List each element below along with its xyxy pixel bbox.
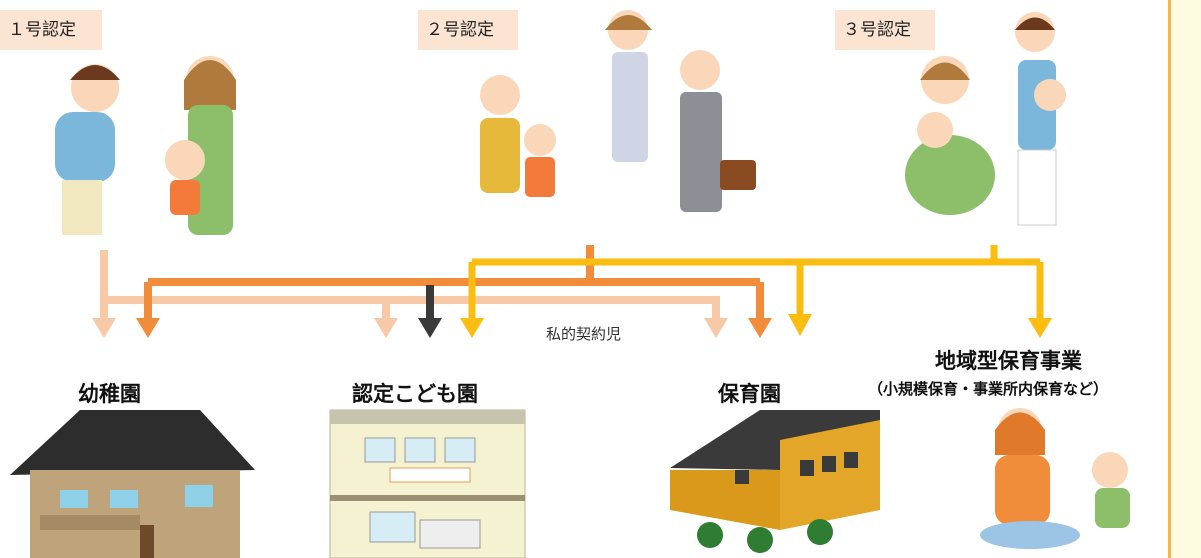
cert1-arrowheads [92,318,728,338]
cert3-label: ３号認定 [835,10,935,50]
cert2-arrowheads [136,318,772,338]
cert1-flow [100,250,720,320]
family-cert3-illustration [905,12,1066,226]
private-contract-note: 私的契約児 [546,325,622,343]
kindergarten-building [10,410,255,558]
certified-center-label: 認定こども園 [352,382,478,406]
cert2-label: ２号認定 [418,10,518,50]
family-cert2-illustration [480,10,756,212]
cert3-flow [468,245,1044,322]
cert1-label: １号認定 [0,10,102,50]
certified-center-building [329,409,526,558]
private-contract-flow [418,285,442,338]
family-cert1-illustration [55,56,236,235]
nursery-building [670,410,880,553]
community-care-illustration [980,408,1130,549]
community-care-label: 地域型保育事業 [935,349,1082,373]
side-panel [1168,0,1201,558]
community-care-sublabel: （小規模保育・事業所内保育など） [868,380,1109,398]
cert2-flow [144,245,764,322]
kindergarten-label: 幼稚園 [78,382,141,406]
cert3-arrowheads [460,314,1052,338]
nursery-label: 保育園 [718,382,781,406]
